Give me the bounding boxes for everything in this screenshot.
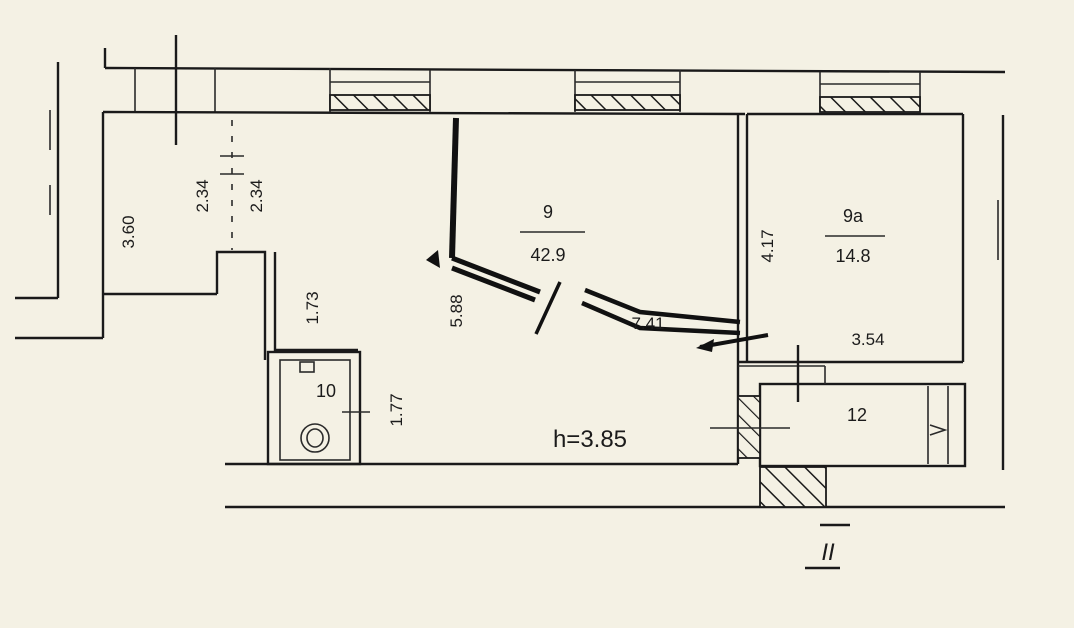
toilet-icon: [300, 423, 330, 453]
pipe-route: [426, 117, 769, 352]
room-12-outline: [710, 345, 967, 508]
dim-2-34-right: 2.34: [247, 179, 266, 212]
room-12-number: 12: [847, 405, 867, 425]
window-top-1: [329, 81, 431, 111]
window-top-3: [819, 83, 921, 113]
dim-3-60: 3.60: [119, 215, 138, 248]
exterior-wall-left: [15, 62, 105, 340]
window-top-2: [574, 81, 681, 111]
room-9-number: 9: [543, 202, 553, 222]
section-marker: [805, 523, 850, 570]
exterior-wall-top: [103, 35, 1006, 145]
sink-icon: [299, 361, 315, 373]
room-9a-number: 9a: [843, 206, 864, 226]
dimension-tick: [220, 120, 244, 250]
dim-2-34-left: 2.34: [193, 179, 212, 212]
bathroom-10: [266, 350, 370, 466]
dim-4-17: 4.17: [758, 229, 777, 262]
dim-3-54: 3.54: [851, 330, 884, 349]
dim-7-41: 7.41: [631, 314, 664, 333]
room-9-area: 42.9: [530, 245, 565, 265]
dim-5-88: 5.88: [447, 294, 466, 327]
dim-1-73: 1.73: [303, 291, 322, 324]
ceiling-height: h=3.85: [553, 426, 627, 453]
room-10-number: 10: [316, 381, 336, 401]
room-9a-area: 14.8: [835, 246, 870, 266]
dim-1-77: 1.77: [387, 393, 406, 426]
section-mark: II: [821, 539, 835, 566]
